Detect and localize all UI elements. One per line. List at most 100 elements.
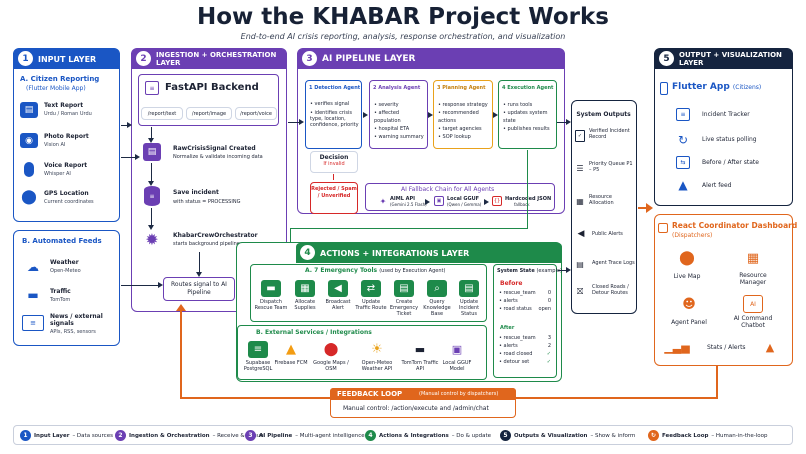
service-firebase[interactable]: ▲Firebase FCM xyxy=(274,341,308,367)
agent-title: Planning Agent xyxy=(442,85,486,91)
services-title: B. External Services / Integrations xyxy=(256,329,372,336)
react-item-live-map[interactable]: ⬤ Live Map xyxy=(667,249,707,280)
layer-number: 2 xyxy=(136,51,151,66)
cpu-icon: ▣ xyxy=(451,342,463,356)
agent-card-execution[interactable]: 4 Execution Agent • runs tools • updates… xyxy=(498,80,557,149)
feedback-loop-box: FEEDBACK LOOP (Manual control by dispatc… xyxy=(330,388,516,418)
search-icon: ⌕ xyxy=(427,280,447,297)
layer-number: 4 xyxy=(300,245,315,260)
react-item-label: Agent Panel xyxy=(671,319,707,326)
agent-title: Detection Agent xyxy=(314,85,361,91)
service-maps[interactable]: ⬤Google Maps / OSM xyxy=(313,341,349,373)
flutter-item-label: Before / After state xyxy=(702,159,759,166)
react-item-chatbot[interactable]: AI AI Command Chatbot xyxy=(728,295,778,329)
agent-card-analysis[interactable]: 2 Analysis Agent • severity • affected p… xyxy=(369,80,428,149)
ticket-icon: ▤ xyxy=(394,280,414,297)
step-sub: Normalize & validate incoming data xyxy=(173,154,263,160)
tool-ticket[interactable]: ▤Create Emergency Ticket xyxy=(387,280,421,317)
react-dashboard-subtitle: (Dispatchers) xyxy=(672,232,713,239)
fallback-sub: (Qwen / Gemma) xyxy=(447,202,482,207)
ai-chip-icon: ✦ xyxy=(379,196,387,206)
input-layer-header: 1 INPUT LAYER xyxy=(14,49,119,69)
chat-icon: ▤ xyxy=(20,102,38,118)
service-tomtom[interactable]: ▬TomTom Traffic API xyxy=(401,342,439,373)
route-text[interactable]: /report/text xyxy=(141,107,183,120)
tool-dispatch[interactable]: ▬Dispatch Rescue Team xyxy=(254,280,288,311)
item-label: Text Report xyxy=(44,102,84,109)
output-label: Closed Roads / Detour Routes xyxy=(592,284,629,296)
tool-broadcast[interactable]: ◀Broadcast Alert xyxy=(321,280,355,311)
item-sub: Current coordinates xyxy=(44,199,94,205)
agent-number: 4 xyxy=(502,85,506,91)
citizen-reporting-subtitle: (Flutter Mobile App) xyxy=(26,85,86,92)
services-box: B. External Services / Integrations xyxy=(237,325,487,380)
service-local-gguf[interactable]: ▣Local GGUF Model xyxy=(442,342,472,373)
flutter-app-title: Flutter App xyxy=(672,82,730,92)
fallback-label: Hardcoded JSON xyxy=(505,196,552,202)
page-subtitle: End-to-end AI crisis reporting, analysis… xyxy=(240,32,566,41)
agent-card-planning[interactable]: 3 Planning Agent • response strategy • r… xyxy=(433,80,493,149)
page-title: How the KHABAR Project Works xyxy=(196,4,609,30)
route-icon: ⇄ xyxy=(361,280,381,297)
service-open-meteo[interactable]: ☀Open-Meteo Weather API xyxy=(361,341,393,373)
system-outputs-panel: System Outputs xyxy=(571,100,637,314)
rejected-box: Rejected / Spam / Unverified xyxy=(310,182,358,214)
manual-control-text: Manual control: /action/execute and /adm… xyxy=(343,405,489,412)
rescue-icon: ▬ xyxy=(261,280,281,297)
agent-items: • response strategy • recommended action… xyxy=(438,102,488,140)
boxes-icon: ▦ xyxy=(576,196,584,206)
item-sub: Whisper AI xyxy=(44,171,71,177)
route-image[interactable]: /report/image xyxy=(186,107,232,120)
decision-sub: If invalid xyxy=(323,161,345,167)
legend-bar xyxy=(13,425,793,445)
route-voice[interactable]: /report/voice xyxy=(235,107,277,120)
list-icon: ☰ xyxy=(576,163,584,173)
step-label: RawCrisisSignal Created xyxy=(173,145,256,152)
tools-title: A. 7 Emergency Tools xyxy=(305,267,378,274)
agent-items: • runs tools • updates system state • pu… xyxy=(503,102,550,132)
flutter-item-label: Live status polling xyxy=(702,136,757,143)
react-dashboard-panel: React Coordinator Dashboard (Dispatchers… xyxy=(654,214,797,366)
agent-number: 1 xyxy=(309,85,313,91)
map-icon: ⬤ xyxy=(679,250,695,266)
output-label: Public Alerts xyxy=(592,231,623,237)
feed-sub: Open-Meteo xyxy=(50,268,81,274)
tool-status[interactable]: ▤Update Incident Status xyxy=(452,280,486,317)
step-sub: starts background pipeline xyxy=(173,241,240,247)
react-item-label: Live Map xyxy=(673,273,701,280)
output-label: Priority Queue P1 – P5 xyxy=(589,161,633,173)
react-item-resource-manager[interactable]: ▦ Resource Manager xyxy=(728,249,778,287)
chat-bot-icon: AI xyxy=(743,295,763,313)
tool-traffic-route[interactable]: ⇄Update Traffic Route xyxy=(354,280,388,311)
agent-card-detection[interactable]: 1 Detection Agent • verifies signal • id… xyxy=(305,80,362,149)
service-supabase[interactable]: ≡Supabase PostgreSQL xyxy=(238,341,278,372)
react-item-agent-panel[interactable]: ☻ Agent Panel xyxy=(667,295,711,327)
phone-icon xyxy=(660,82,668,95)
verified-doc-icon: ✓ xyxy=(575,130,585,142)
monitor-icon xyxy=(658,223,668,233)
backend-title: FastAPI Backend xyxy=(165,82,259,93)
layer-number: 5 xyxy=(659,51,674,66)
react-item-label: Resource Manager xyxy=(739,272,767,286)
feed-label: News / external signals xyxy=(50,313,103,327)
tool-knowledge[interactable]: ⌕Query Knowledge Base xyxy=(420,280,454,317)
agent-number: 3 xyxy=(437,85,441,91)
state-subtitle: (example) xyxy=(536,268,562,274)
step-sub: with status = PROCESSING xyxy=(173,199,241,205)
feedback-loop-title: FEEDBACK LOOP xyxy=(337,390,403,398)
after-title: After xyxy=(500,325,515,331)
output-layer-title: OUTPUT + VISUALIZATION LAYER xyxy=(679,51,782,67)
feedback-loop-subtitle: (Manual control by dispatchers) xyxy=(419,391,499,397)
feed-sub: APIs, RSS, sensors xyxy=(50,329,96,335)
megaphone-icon: ◀ xyxy=(577,229,585,239)
before-title: Before xyxy=(500,280,523,287)
fallback-title: AI Fallback Chain for All Agents xyxy=(401,186,495,193)
output-label: Resource Allocation xyxy=(589,194,614,206)
fallback-label: Local GGUF xyxy=(447,196,480,202)
tool-allocate[interactable]: ▦Allocate Supplies xyxy=(288,280,322,311)
bell-icon: ▲ xyxy=(678,178,688,192)
status-icon: ▤ xyxy=(459,280,479,297)
